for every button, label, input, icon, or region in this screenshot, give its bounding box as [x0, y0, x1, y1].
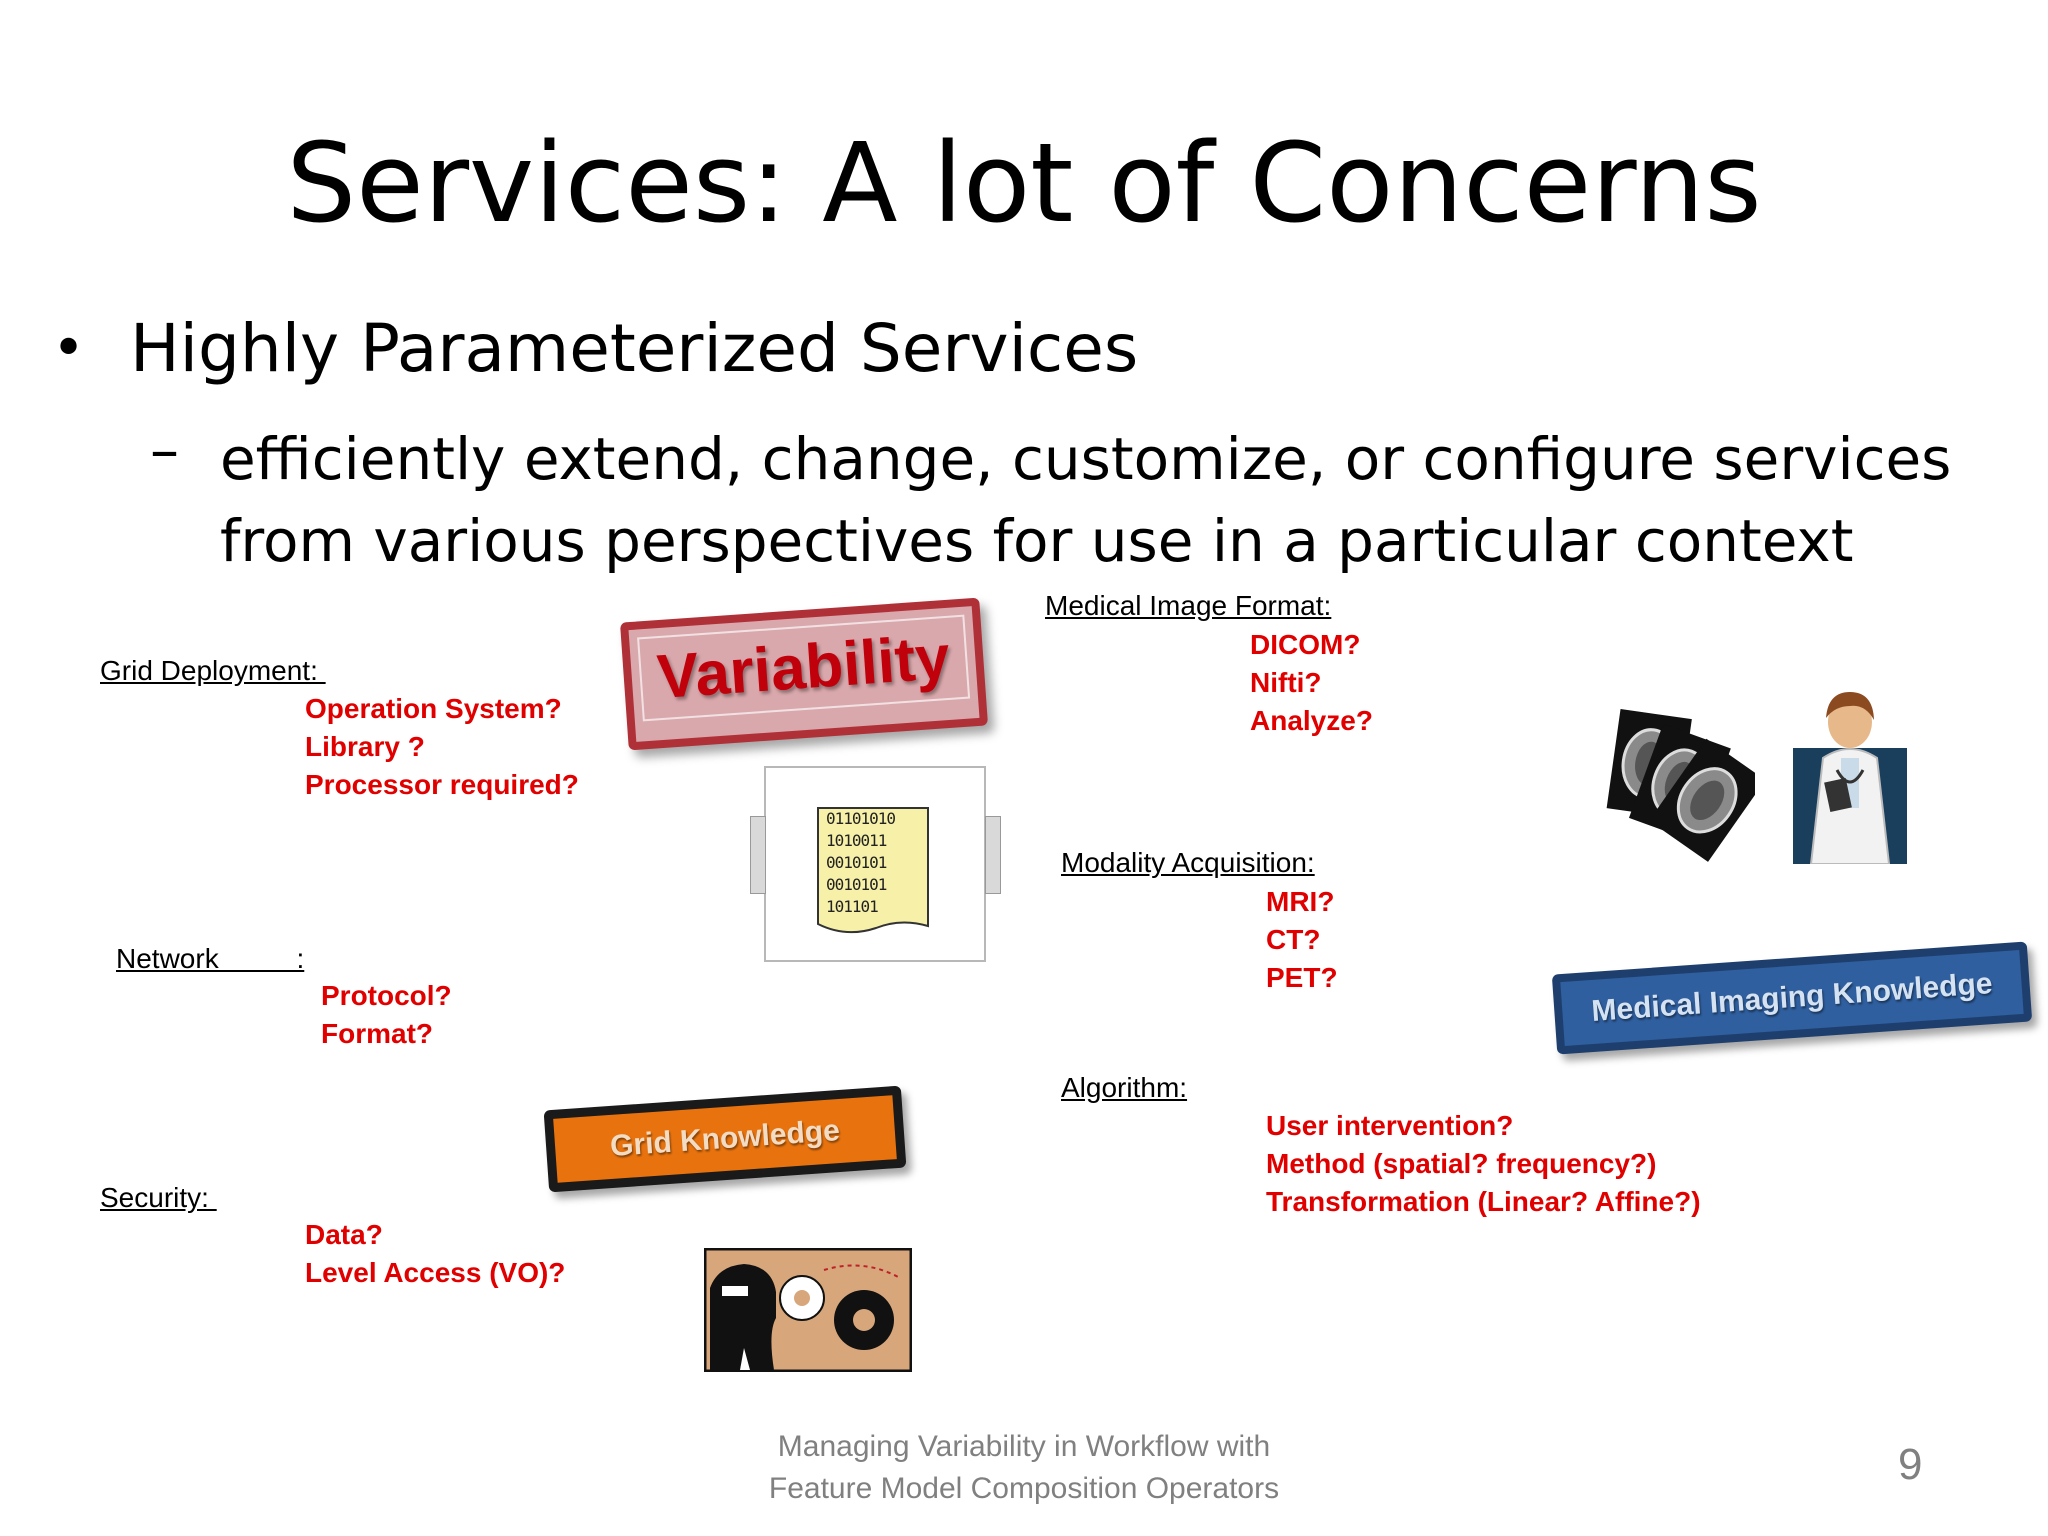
medical-knowledge-label: Medical Imaging Knowledge [1551, 941, 2033, 1055]
question-item: Transformation (Linear? Affine?) [1266, 1186, 1701, 1217]
binary-row: 0010101 [826, 853, 887, 872]
page-number: 9 [1898, 1440, 1923, 1489]
variability-text: Variability [637, 614, 971, 722]
security-heading: Security: [100, 1182, 217, 1213]
grid-deployment-heading: Grid Deployment: [100, 655, 326, 686]
sub-bullet-line-2: from various perspectives for use in a p… [220, 507, 1854, 575]
bullet-marker: • [52, 316, 86, 381]
binary-row: 1010011 [826, 831, 887, 850]
network-heading: Network : [116, 943, 305, 974]
service-component-icon: 01101010 1010011 0010101 0010101 101101 [750, 766, 1001, 962]
gears-person-icon [704, 1248, 912, 1372]
question-item: Processor required? [305, 769, 579, 800]
question-item: DICOM? [1250, 629, 1361, 660]
grid-knowledge-label: Grid Knowledge [543, 1085, 907, 1193]
brain-scan-image [1606, 709, 1755, 862]
question-item: PET? [1266, 962, 1338, 993]
footer-line-2: Feature Model Composition Operators [768, 1472, 1280, 1505]
footer-line-1: Managing Variability in Workflow with [777, 1430, 1271, 1463]
algorithm-heading: Algorithm: [1061, 1072, 1188, 1103]
question-item: Format? [321, 1018, 433, 1049]
question-item: Level Access (VO)? [305, 1257, 566, 1288]
question-item: User intervention? [1266, 1110, 1514, 1141]
sub-bullet-text: efficiently extend, change, customize, o… [220, 418, 1951, 582]
sub-bullet-marker: – [150, 416, 179, 484]
medical-image-format-questions: DICOM? Nifti? Analyze? [1250, 626, 1373, 740]
modality-acquisition-questions: MRI? CT? PET? [1266, 883, 1338, 997]
binary-row: 101101 [826, 897, 879, 916]
binary-row: 01101010 [826, 809, 896, 828]
binary-rows: 01101010 1010011 0010101 0010101 101101 [826, 808, 926, 918]
algorithm-questions: User intervention? Method (spatial? freq… [1266, 1107, 1701, 1221]
sub-bullet-line-1: efficiently extend, change, customize, o… [220, 425, 1952, 493]
network-questions: Protocol? Format? [321, 977, 452, 1053]
question-item: Protocol? [321, 980, 452, 1011]
medical-knowledge-text: Medical Imaging Knowledge [1590, 967, 1994, 1028]
variability-label: Variability [619, 597, 989, 751]
doctor-image [1793, 692, 1907, 864]
question-item: Method (spatial? frequency?) [1266, 1148, 1657, 1179]
grid-deployment-questions: Operation System? Library ? Processor re… [305, 690, 579, 804]
service-port-left [750, 816, 766, 894]
question-item: Nifti? [1250, 667, 1322, 698]
question-item: Operation System? [305, 693, 562, 724]
question-item: Data? [305, 1219, 383, 1250]
grid-knowledge-text: Grid Knowledge [609, 1114, 841, 1163]
modality-acquisition-heading: Modality Acquisition: [1061, 847, 1315, 878]
binary-row: 0010101 [826, 875, 887, 894]
question-item: MRI? [1266, 886, 1335, 917]
question-item: CT? [1266, 924, 1321, 955]
bullet-text: Highly Parameterized Services [130, 310, 1139, 387]
slide-title: Services: A lot of Concerns [286, 119, 1762, 247]
security-questions: Data? Level Access (VO)? [305, 1216, 565, 1292]
service-port-right [985, 816, 1001, 894]
question-item: Analyze? [1250, 705, 1373, 736]
medical-image-format-heading: Medical Image Format: [1045, 590, 1332, 621]
question-item: Library ? [305, 731, 425, 762]
slide-footer: Managing Variability in Workflow with Fe… [640, 1426, 1408, 1510]
binary-document-icon [817, 807, 929, 934]
